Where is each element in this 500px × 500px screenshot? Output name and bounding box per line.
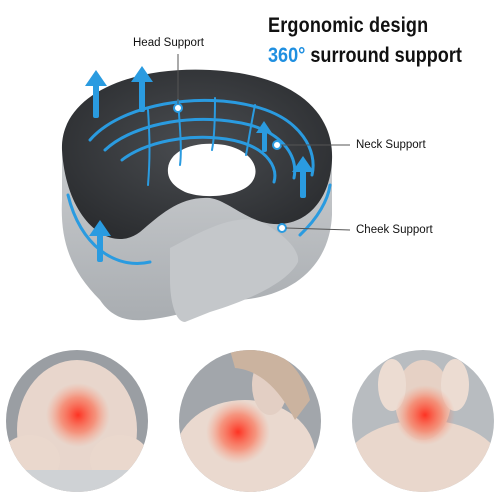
- headline-subtitle-rest: surround support: [305, 44, 462, 67]
- up-arrow-icon: [131, 66, 153, 112]
- headline-accent: 360°: [268, 44, 306, 67]
- headline: Ergonomic design 360° surround support: [268, 14, 466, 68]
- up-arrow-icon: [292, 156, 314, 198]
- neck-pain-photo: [352, 350, 494, 492]
- pillow-center-hole: [167, 143, 256, 197]
- up-arrow-icon: [256, 121, 272, 152]
- headline-subtitle: 360° surround support: [268, 44, 466, 68]
- headline-title: Ergonomic design: [268, 14, 429, 37]
- support-contour-lines: [88, 97, 315, 186]
- pillow-flap: [170, 219, 299, 322]
- head-support-label: Head Support: [133, 37, 204, 49]
- up-arrow-icon: [89, 220, 111, 262]
- cheek-support-label: Cheek Support: [356, 224, 433, 236]
- neck-pillow: [61, 69, 333, 322]
- up-arrow-icon: [85, 70, 107, 118]
- support-arrows: [85, 66, 314, 262]
- shoulder-pain-photo: [179, 350, 321, 492]
- callout-leaders: [177, 54, 351, 231]
- lower-back-pain-photo: [6, 350, 148, 492]
- neck-support-label: Neck Support: [356, 139, 426, 151]
